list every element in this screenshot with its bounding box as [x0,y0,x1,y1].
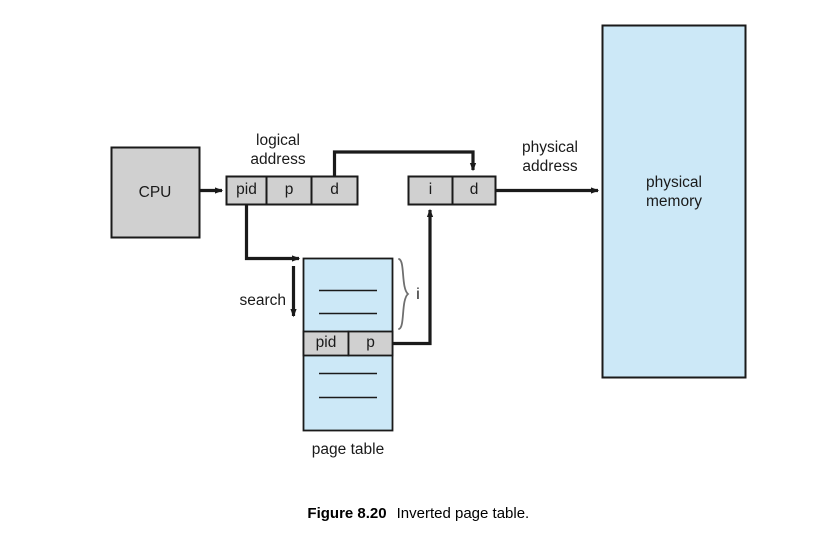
logical-address-field-d: d [330,181,339,198]
physical-address-title-line2: address [522,158,578,175]
physical-address-title-line1: physical [522,139,578,156]
logical-address-field-pid: pid [236,181,257,198]
logical-address-title-line2: address [250,151,306,168]
page-table-entry-pid [302,330,350,357]
physical-address-field-d: d [469,181,479,198]
index-brace-label: i [416,286,420,303]
figure-caption-number: Figure 8.20 [307,505,387,522]
page-table-entry-label-p: p [366,334,375,351]
figure-caption: Figure 8.20 Inverted page table. [0,488,820,539]
physical-memory-label-line1: physical [646,174,702,191]
figure-caption-text: Inverted page table. [396,505,530,522]
physical-address-cell-d [451,175,497,206]
physical-memory-box [601,24,747,379]
index-brace [398,258,410,330]
cpu-label: CPU [138,184,172,201]
logical-address-field-p: p [284,181,294,198]
cpu-box [110,146,201,239]
logical-address-cell-d [310,175,359,206]
logical-address-cell-pid [225,175,268,206]
page-table-entry-label-pid: pid [315,334,337,351]
logical-address-title-line1: logical [256,132,300,149]
physical-address-field-i: i [428,181,433,198]
page-table-caption: page table [311,441,385,458]
physical-memory-label-line2: memory [646,193,702,210]
search-label: search [239,292,286,309]
arrow-entry-index-to-physical-i [392,208,434,346]
arrow-offset-d-to-physical-d [332,150,477,176]
arrow-pid-to-page-table [244,205,301,262]
